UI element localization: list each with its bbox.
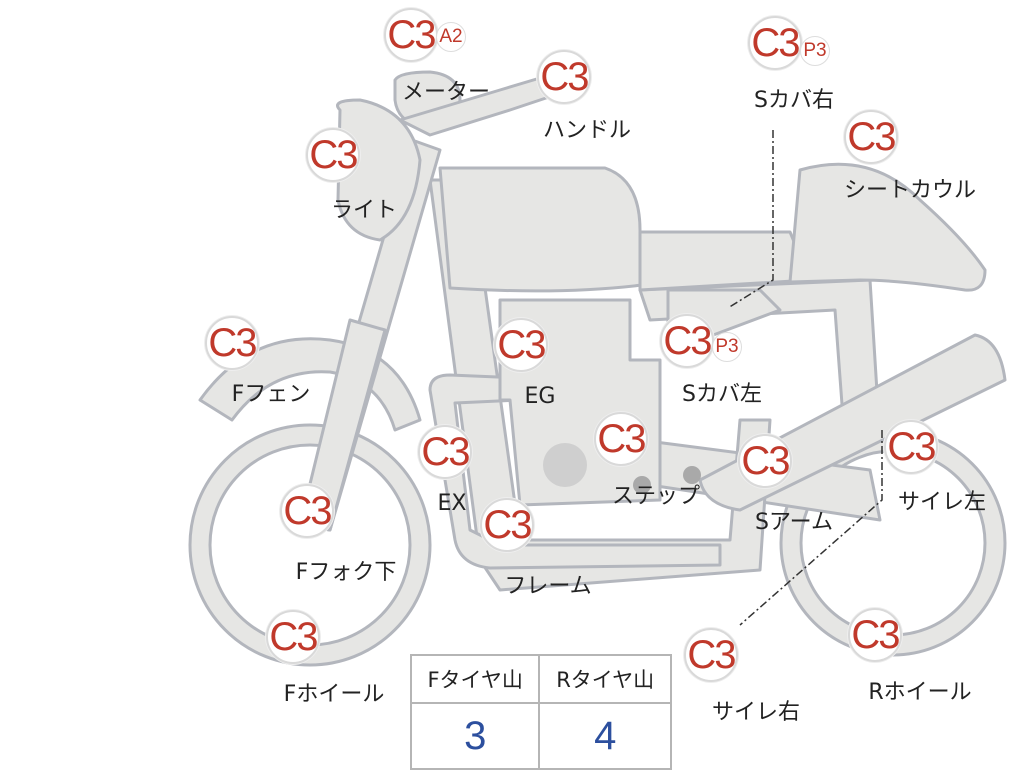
- grade-badge: C3: [480, 498, 534, 552]
- part-label: Sカバ右: [754, 88, 834, 113]
- grade-badge: C3: [844, 110, 898, 164]
- grade-badge: C3: [848, 608, 902, 662]
- front-wheel-shape: [188, 423, 432, 667]
- part-label: EX: [437, 491, 467, 516]
- grade-badge: C3: [306, 128, 360, 182]
- step-peg-detail: [683, 466, 701, 484]
- grade-badge: C3: [418, 425, 472, 479]
- engine-cover-detail: [543, 443, 587, 487]
- grade-badge: C3: [384, 8, 438, 62]
- headlight-shape: [336, 98, 422, 242]
- grade-badge: C3: [205, 316, 259, 370]
- part-label: ライト: [330, 198, 398, 223]
- part-label: サイレ左: [897, 490, 987, 515]
- front-tyre-value: 3: [409, 702, 541, 770]
- part-label: Fフェン: [231, 382, 311, 407]
- tyre-tread-table: Fタイヤ山 Rタイヤ山 3 4: [409, 654, 672, 770]
- sub-grade-badge: A2: [436, 22, 466, 52]
- part-label: シートカウル: [843, 178, 977, 203]
- part-label: Rホイール: [868, 680, 972, 705]
- part-label: サイレ右: [711, 700, 801, 725]
- grade-badge: C3: [884, 420, 938, 474]
- grade-badge: C3: [494, 318, 548, 372]
- part-label: Fフォク下: [295, 560, 397, 585]
- part-label: メーター: [401, 80, 491, 105]
- sub-grade-badge: P3: [800, 36, 830, 66]
- grade-badge: C3: [537, 50, 591, 104]
- rear-tyre-value: 4: [538, 702, 672, 770]
- grade-badge: C3: [660, 314, 714, 368]
- part-label: Sカバ左: [682, 382, 762, 407]
- fuel-tank-shape: [438, 166, 644, 293]
- part-label: Fホイール: [283, 682, 385, 707]
- leader-line: [727, 130, 774, 309]
- part-label: ステップ: [611, 484, 701, 509]
- seat-cowl-shape: [788, 162, 987, 292]
- table-header-front-tyre: Fタイヤ山: [409, 654, 541, 704]
- part-label: EG: [524, 384, 556, 409]
- grade-badge: C3: [748, 16, 802, 70]
- table-header-row: Fタイヤ山 Rタイヤ山: [409, 654, 672, 704]
- grade-badge: C3: [266, 610, 320, 664]
- grade-badge: C3: [738, 434, 792, 488]
- table-header-rear-tyre: Rタイヤ山: [538, 654, 672, 704]
- part-label: ハンドル: [542, 118, 632, 143]
- grade-badge: C3: [280, 484, 334, 538]
- table-row: 3 4: [409, 702, 672, 770]
- grade-badge: C3: [684, 628, 738, 682]
- sub-grade-badge: P3: [712, 332, 742, 362]
- step-peg-detail: [633, 476, 651, 494]
- part-label: フレーム: [504, 574, 592, 599]
- part-label: Sアーム: [755, 510, 833, 535]
- leader-line: [739, 430, 883, 626]
- grade-badge: C3: [594, 412, 648, 466]
- seat-shape: [638, 230, 812, 292]
